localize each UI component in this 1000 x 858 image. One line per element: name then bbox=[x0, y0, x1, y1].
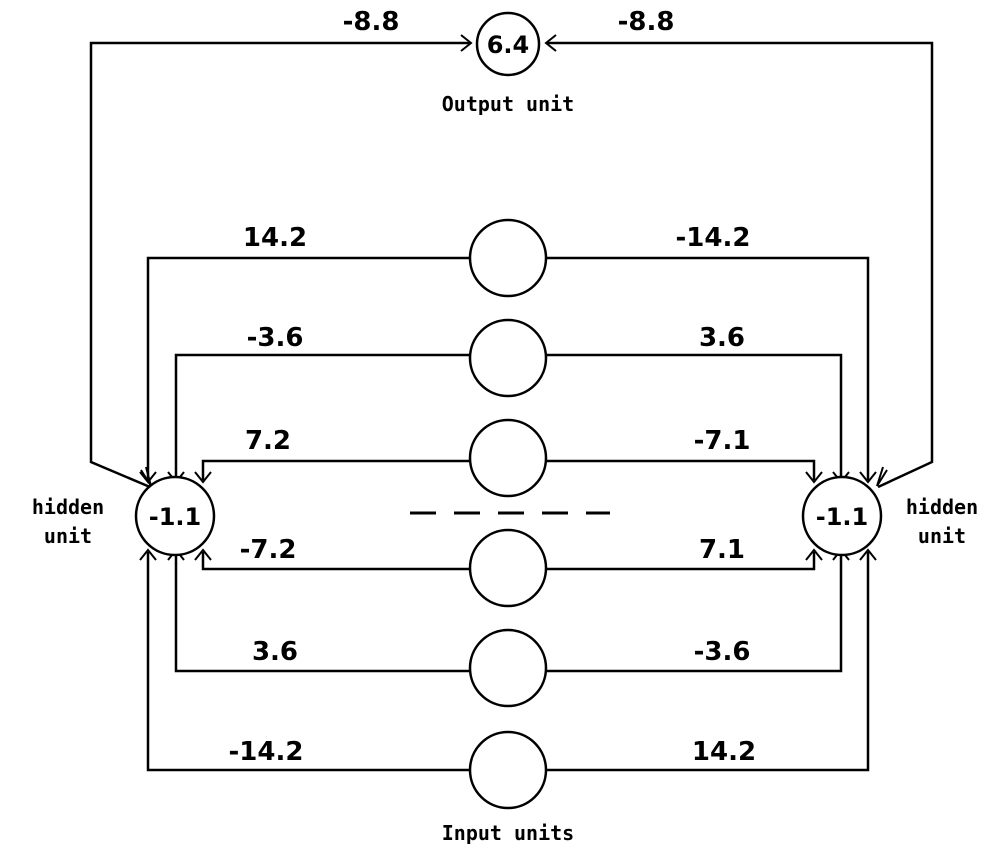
connection-input-6 bbox=[146, 552, 870, 772]
input-unit-4 bbox=[468, 528, 548, 608]
input-unit-3 bbox=[468, 418, 548, 498]
arrowhead bbox=[876, 466, 888, 487]
hidden-left-label-line1: hidden bbox=[32, 495, 104, 519]
weight-input-1-right: -14.2 bbox=[676, 223, 751, 253]
input-unit-5 bbox=[468, 628, 548, 708]
arrowhead bbox=[859, 471, 877, 484]
weight-output-left: -8.8 bbox=[343, 7, 400, 37]
arrowhead bbox=[859, 548, 877, 561]
weight-input-1-left: 14.2 bbox=[243, 223, 307, 253]
weight-input-3-left: 7.2 bbox=[245, 426, 291, 456]
arrowhead bbox=[139, 471, 157, 484]
arrowhead bbox=[805, 548, 823, 561]
input-unit-2 bbox=[468, 318, 548, 398]
output-unit-label: Output unit bbox=[442, 92, 574, 116]
arrowhead bbox=[194, 548, 212, 561]
connection-input-4 bbox=[201, 552, 816, 571]
arrowhead bbox=[460, 34, 473, 52]
connection-left-hidden-to-output bbox=[89, 41, 470, 489]
output-unit-node bbox=[475, 11, 541, 77]
weight-input-3-right: -7.1 bbox=[694, 426, 751, 456]
connection-input-3 bbox=[201, 459, 816, 480]
arrowhead bbox=[805, 471, 823, 484]
weight-input-5-left: 3.6 bbox=[252, 637, 298, 667]
input-unit-1 bbox=[468, 218, 548, 298]
connection-input-2 bbox=[174, 353, 843, 480]
connection-input-1 bbox=[146, 256, 870, 480]
hidden-unit-right-value: -1.1 bbox=[816, 503, 868, 531]
hidden-right-label-line2: unit bbox=[918, 524, 966, 548]
connection-input-5 bbox=[174, 552, 843, 673]
weight-input-2-right: 3.6 bbox=[699, 323, 745, 353]
hidden-left-label-line2: unit bbox=[44, 524, 92, 548]
hidden-unit-left-node bbox=[134, 475, 216, 557]
arrowhead bbox=[544, 34, 557, 52]
weight-output-right: -8.8 bbox=[618, 7, 675, 37]
input-units-label: Input units bbox=[442, 821, 574, 845]
hidden-unit-right-node bbox=[801, 475, 883, 557]
input-unit-6 bbox=[468, 730, 548, 810]
arrowhead bbox=[139, 548, 157, 561]
arrowhead bbox=[194, 471, 212, 484]
output-unit-value: 6.4 bbox=[487, 31, 530, 59]
weight-input-4-right: 7.1 bbox=[699, 535, 745, 565]
hidden-unit-left-value: -1.1 bbox=[149, 503, 201, 531]
weight-input-6-left: -14.2 bbox=[229, 737, 304, 767]
weight-input-6-right: 14.2 bbox=[692, 737, 756, 767]
weight-input-5-right: -3.6 bbox=[694, 637, 751, 667]
weight-input-2-left: -3.6 bbox=[247, 323, 304, 353]
weight-input-4-left: -7.2 bbox=[240, 535, 297, 565]
connection-right-hidden-to-output bbox=[547, 41, 934, 489]
hidden-right-label-line1: hidden bbox=[906, 495, 978, 519]
